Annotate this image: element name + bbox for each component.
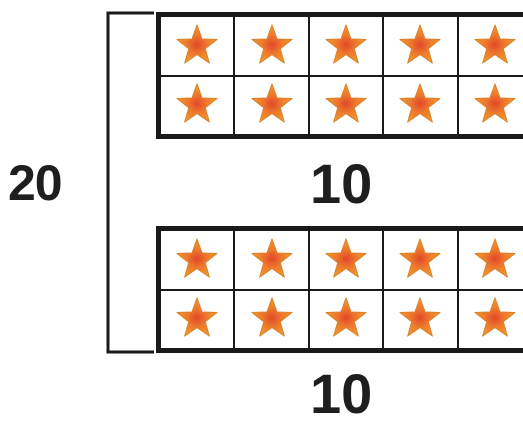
frame-cell — [235, 77, 307, 135]
starfish-icon — [469, 22, 521, 70]
frame-cell — [161, 291, 233, 349]
frame-cell — [310, 291, 382, 349]
total-label: 20 — [8, 158, 62, 208]
ten-frame-bottom — [156, 226, 523, 353]
frame-cell — [310, 77, 382, 135]
starfish-icon — [246, 236, 298, 284]
frame-cell — [459, 231, 523, 289]
frame-cell — [459, 17, 523, 75]
starfish-icon — [394, 81, 446, 129]
starfish-icon — [171, 81, 223, 129]
frame-cell — [310, 17, 382, 75]
starfish-icon — [171, 295, 223, 343]
starfish-icon — [394, 236, 446, 284]
starfish-icon — [246, 295, 298, 343]
starfish-icon — [246, 81, 298, 129]
starfish-icon — [171, 22, 223, 70]
frame-cell — [235, 231, 307, 289]
starfish-icon — [320, 295, 372, 343]
frame-cell — [161, 17, 233, 75]
ten-frame-top-label: 10 — [310, 156, 372, 212]
frame-cell — [384, 17, 456, 75]
starfish-icon — [469, 295, 521, 343]
ten-frame-top — [156, 12, 523, 139]
starfish-icon — [320, 236, 372, 284]
starfish-icon — [246, 22, 298, 70]
starfish-icon — [469, 81, 521, 129]
frame-cell — [310, 231, 382, 289]
frame-cell — [459, 77, 523, 135]
frame-cell — [384, 231, 456, 289]
frame-cell — [384, 77, 456, 135]
starfish-icon — [320, 22, 372, 70]
ten-frame-bottom-label: 10 — [310, 366, 372, 422]
starfish-icon — [394, 295, 446, 343]
frame-cell — [384, 291, 456, 349]
starfish-icon — [469, 236, 521, 284]
starfish-icon — [320, 81, 372, 129]
frame-cell — [161, 77, 233, 135]
starfish-icon — [171, 236, 223, 284]
frame-cell — [235, 17, 307, 75]
frame-cell — [459, 291, 523, 349]
frame-cell — [235, 291, 307, 349]
starfish-icon — [394, 22, 446, 70]
frame-cell — [161, 231, 233, 289]
